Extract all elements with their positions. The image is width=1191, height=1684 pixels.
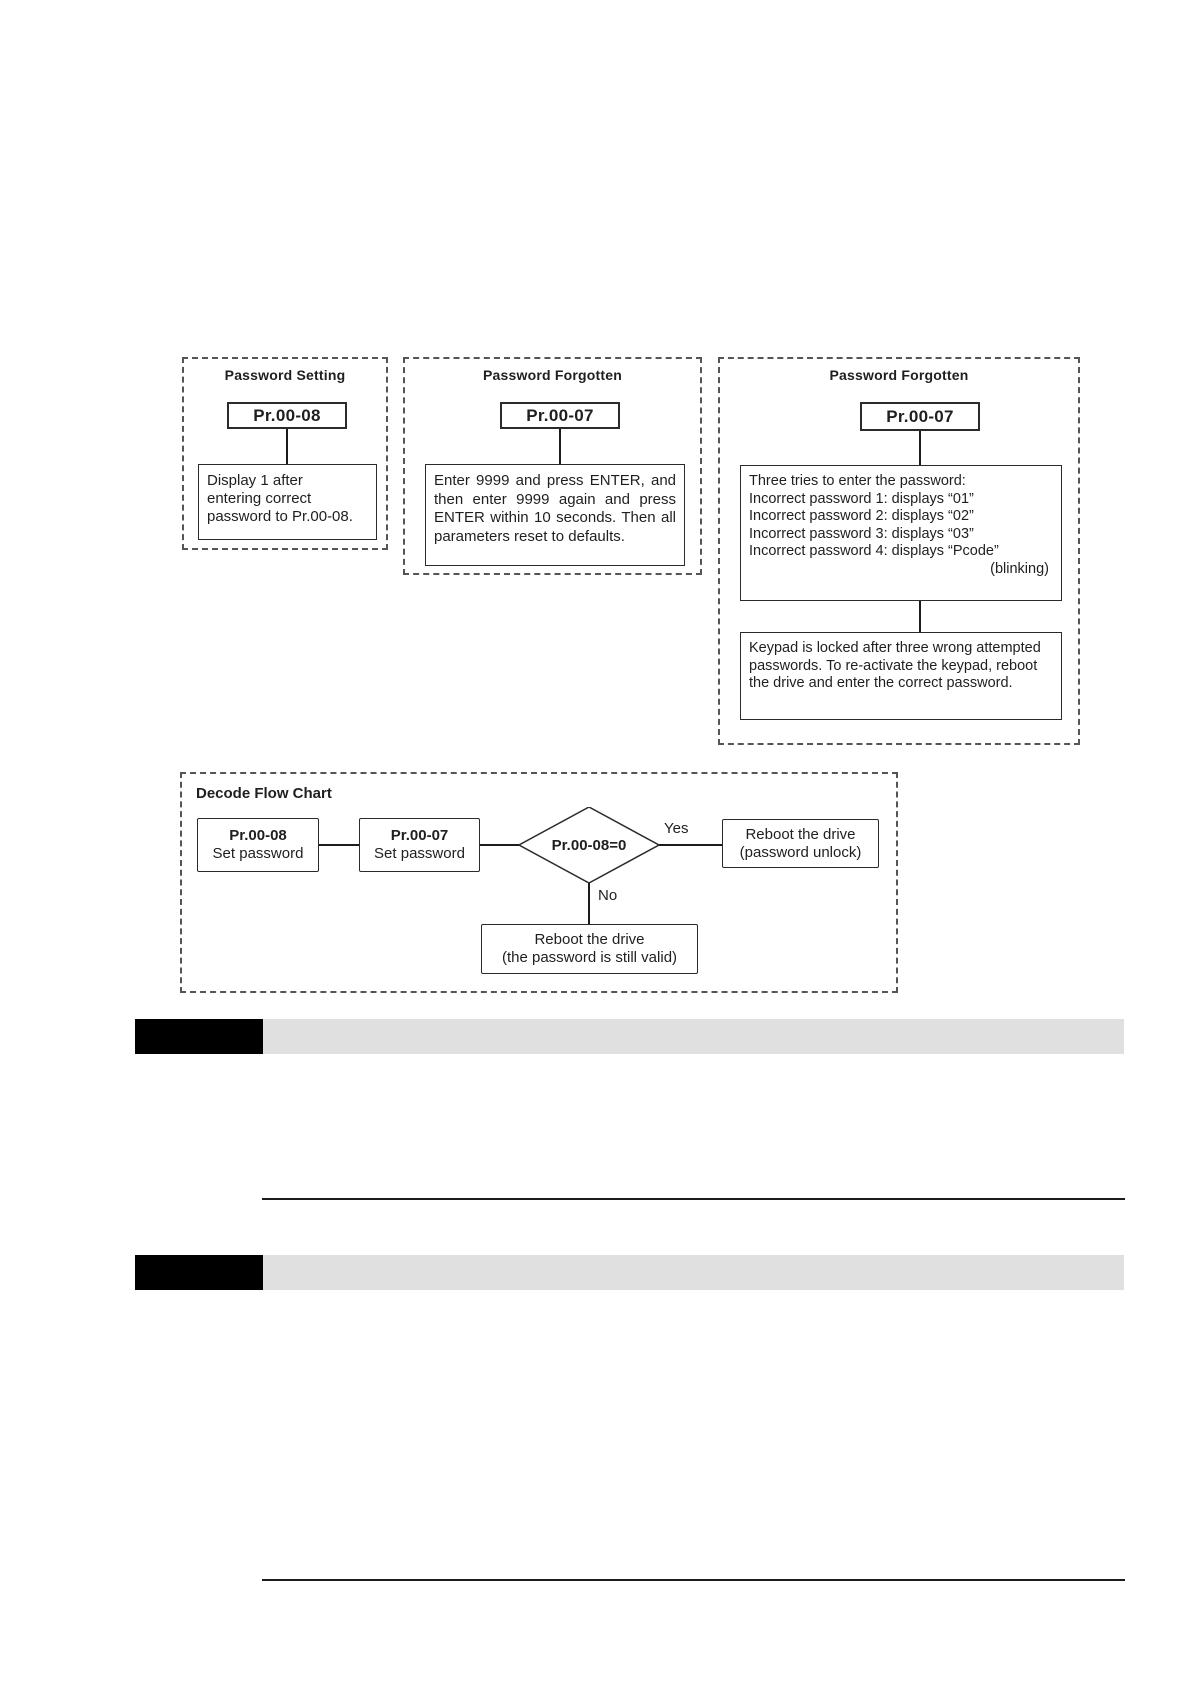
param-box-pr00-08: Pr.00-08 <box>227 402 347 429</box>
section-header-bar-1 <box>135 1019 263 1054</box>
blinking-note: (blinking) <box>990 560 1049 577</box>
section-header-highlight-1 <box>263 1019 1124 1054</box>
panel-body-text: Enter 9999 and press ENTER, and then ent… <box>425 464 685 566</box>
horizontal-rule-1 <box>262 1198 1125 1200</box>
panel-title: Password Setting <box>224 367 346 383</box>
node-line: (password unlock) <box>739 843 862 861</box>
body-line: Three tries to enter the password: <box>749 473 966 489</box>
node-caption: Set password <box>374 845 465 862</box>
connector-line <box>919 431 921 465</box>
decision-label: Pr.00-08=0 <box>551 836 627 854</box>
connector-line <box>659 844 722 846</box>
panel-password-setting: Password Setting Pr.00-08 Display 1 afte… <box>182 357 388 550</box>
panel-title: Password Forgotten <box>829 367 969 383</box>
panel-title: Password Forgotten <box>483 367 622 383</box>
connector-line <box>480 844 519 846</box>
node-param: Pr.00-07 <box>390 827 449 844</box>
panel-body-tries: Three tries to enter the password: Incor… <box>740 465 1062 601</box>
flow-node-reboot-unlock: Reboot the drive (password unlock) <box>722 819 879 868</box>
panel-password-forgotten-lockout: Password Forgotten Pr.00-07 Three tries … <box>718 357 1080 745</box>
connector-line <box>559 429 561 464</box>
node-line: (the password is still valid) <box>501 949 678 966</box>
panel-body-lockout: Keypad is locked after three wrong attem… <box>740 632 1062 720</box>
node-line: Reboot the drive <box>534 931 645 948</box>
section-header-bar-2 <box>135 1255 263 1290</box>
node-line: Reboot the drive <box>745 825 856 843</box>
flow-node-pr00-07: Pr.00-07 Set password <box>359 818 480 872</box>
body-line: Incorrect password 2: displays “02” <box>749 508 974 524</box>
horizontal-rule-2 <box>262 1579 1125 1581</box>
flow-chart-title: Decode Flow Chart <box>196 785 332 802</box>
yes-branch-label: Yes <box>664 820 689 837</box>
flow-node-pr00-08: Pr.00-08 Set password <box>197 818 319 872</box>
param-box-pr00-07: Pr.00-07 <box>500 402 620 429</box>
connector-line <box>919 601 921 632</box>
decode-flow-chart: Decode Flow Chart Pr.00-08 Set password … <box>180 772 898 993</box>
body-line: Incorrect password 3: displays “03” <box>749 525 974 542</box>
panel-body-text: Display 1 after entering correct passwor… <box>198 464 377 540</box>
node-caption: Set password <box>212 845 304 862</box>
body-line: Incorrect password 4: displays “Pcode” <box>749 543 999 559</box>
no-branch-label: No <box>598 887 618 904</box>
connector-line <box>286 429 288 464</box>
flow-node-reboot-valid: Reboot the drive (the password is still … <box>481 924 698 974</box>
connector-line <box>319 844 359 846</box>
body-line: Incorrect password 1: displays “01” <box>749 490 974 507</box>
panel-password-forgotten-reset: Password Forgotten Pr.00-07 Enter 9999 a… <box>403 357 702 575</box>
node-param: Pr.00-08 <box>229 827 287 844</box>
connector-line <box>588 883 590 924</box>
param-box-pr00-07: Pr.00-07 <box>860 402 980 431</box>
section-header-highlight-2 <box>263 1255 1124 1290</box>
